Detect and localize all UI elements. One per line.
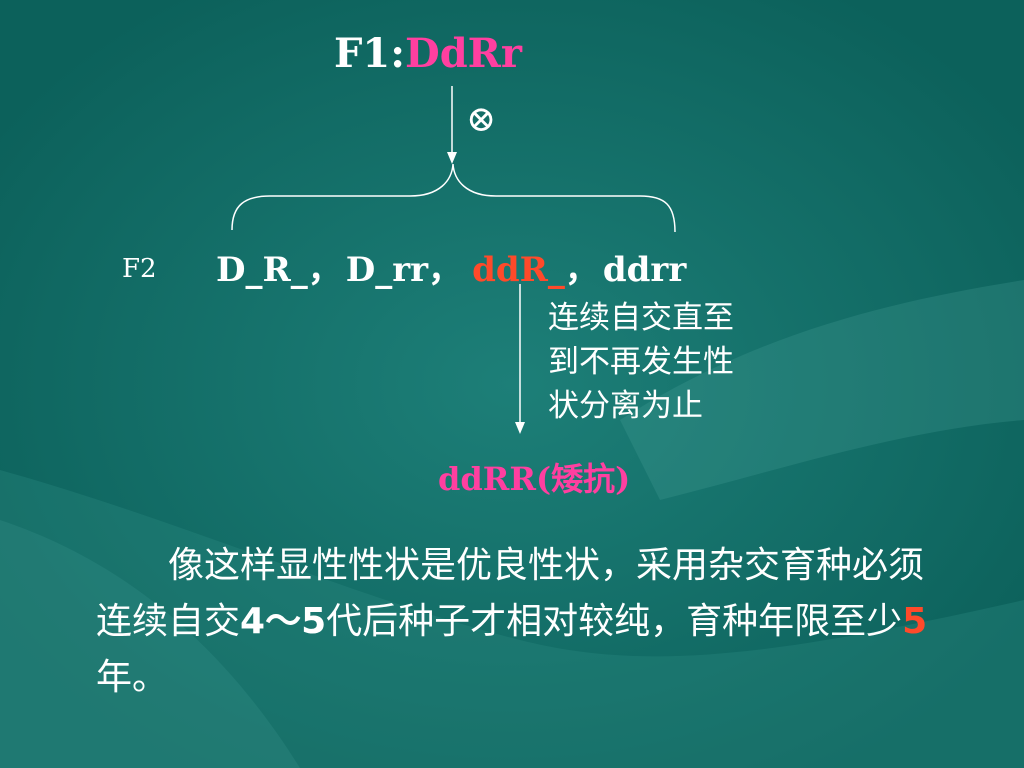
- para-text-1: 像这样显性性状是优良性状，采用杂交育种必须连续自交: [96, 545, 925, 642]
- f2-label: F2: [122, 254, 157, 284]
- self-cross-symbol: ⊗: [466, 99, 497, 140]
- selection-note: 连续自交直至 到不再发生性 状分离为止: [548, 296, 734, 428]
- f2-genotypes: D_R_，D_rr，ddR_，ddrr: [216, 242, 686, 291]
- f1-down-arrowhead: [447, 152, 457, 164]
- f1-label: F1:DdRr: [334, 30, 522, 77]
- note-line-3: 状分离为止: [548, 388, 703, 424]
- para-generations: 4～5: [240, 601, 327, 642]
- f2-genotype-4: ddrr: [602, 250, 687, 290]
- result-genotype: ddRR(矮抗): [438, 460, 631, 498]
- explanation-paragraph: 像这样显性性状是优良性状，采用杂交育种必须连续自交4～5代后种子才相对较纯，育种…: [96, 538, 956, 706]
- f2-genotype-3: ddR_: [472, 250, 565, 290]
- para-text-2: 代后种子才相对较纯，育种年限至少: [326, 601, 903, 642]
- selection-arrowhead: [515, 422, 525, 434]
- f1-genotype: DdRr: [405, 30, 522, 77]
- f2-genotype-1: D_R_，: [216, 250, 342, 290]
- para-years: 5: [902, 601, 928, 642]
- para-text-3: 年。: [96, 657, 169, 698]
- note-line-1: 连续自交直至: [548, 300, 734, 336]
- f2-genotype-2: D_rr，: [345, 250, 463, 290]
- f1-prefix: F1:: [334, 30, 405, 77]
- f2-separator: ，: [564, 250, 599, 290]
- f2-brace: [231, 163, 676, 233]
- note-line-2: 到不再发生性: [548, 344, 734, 380]
